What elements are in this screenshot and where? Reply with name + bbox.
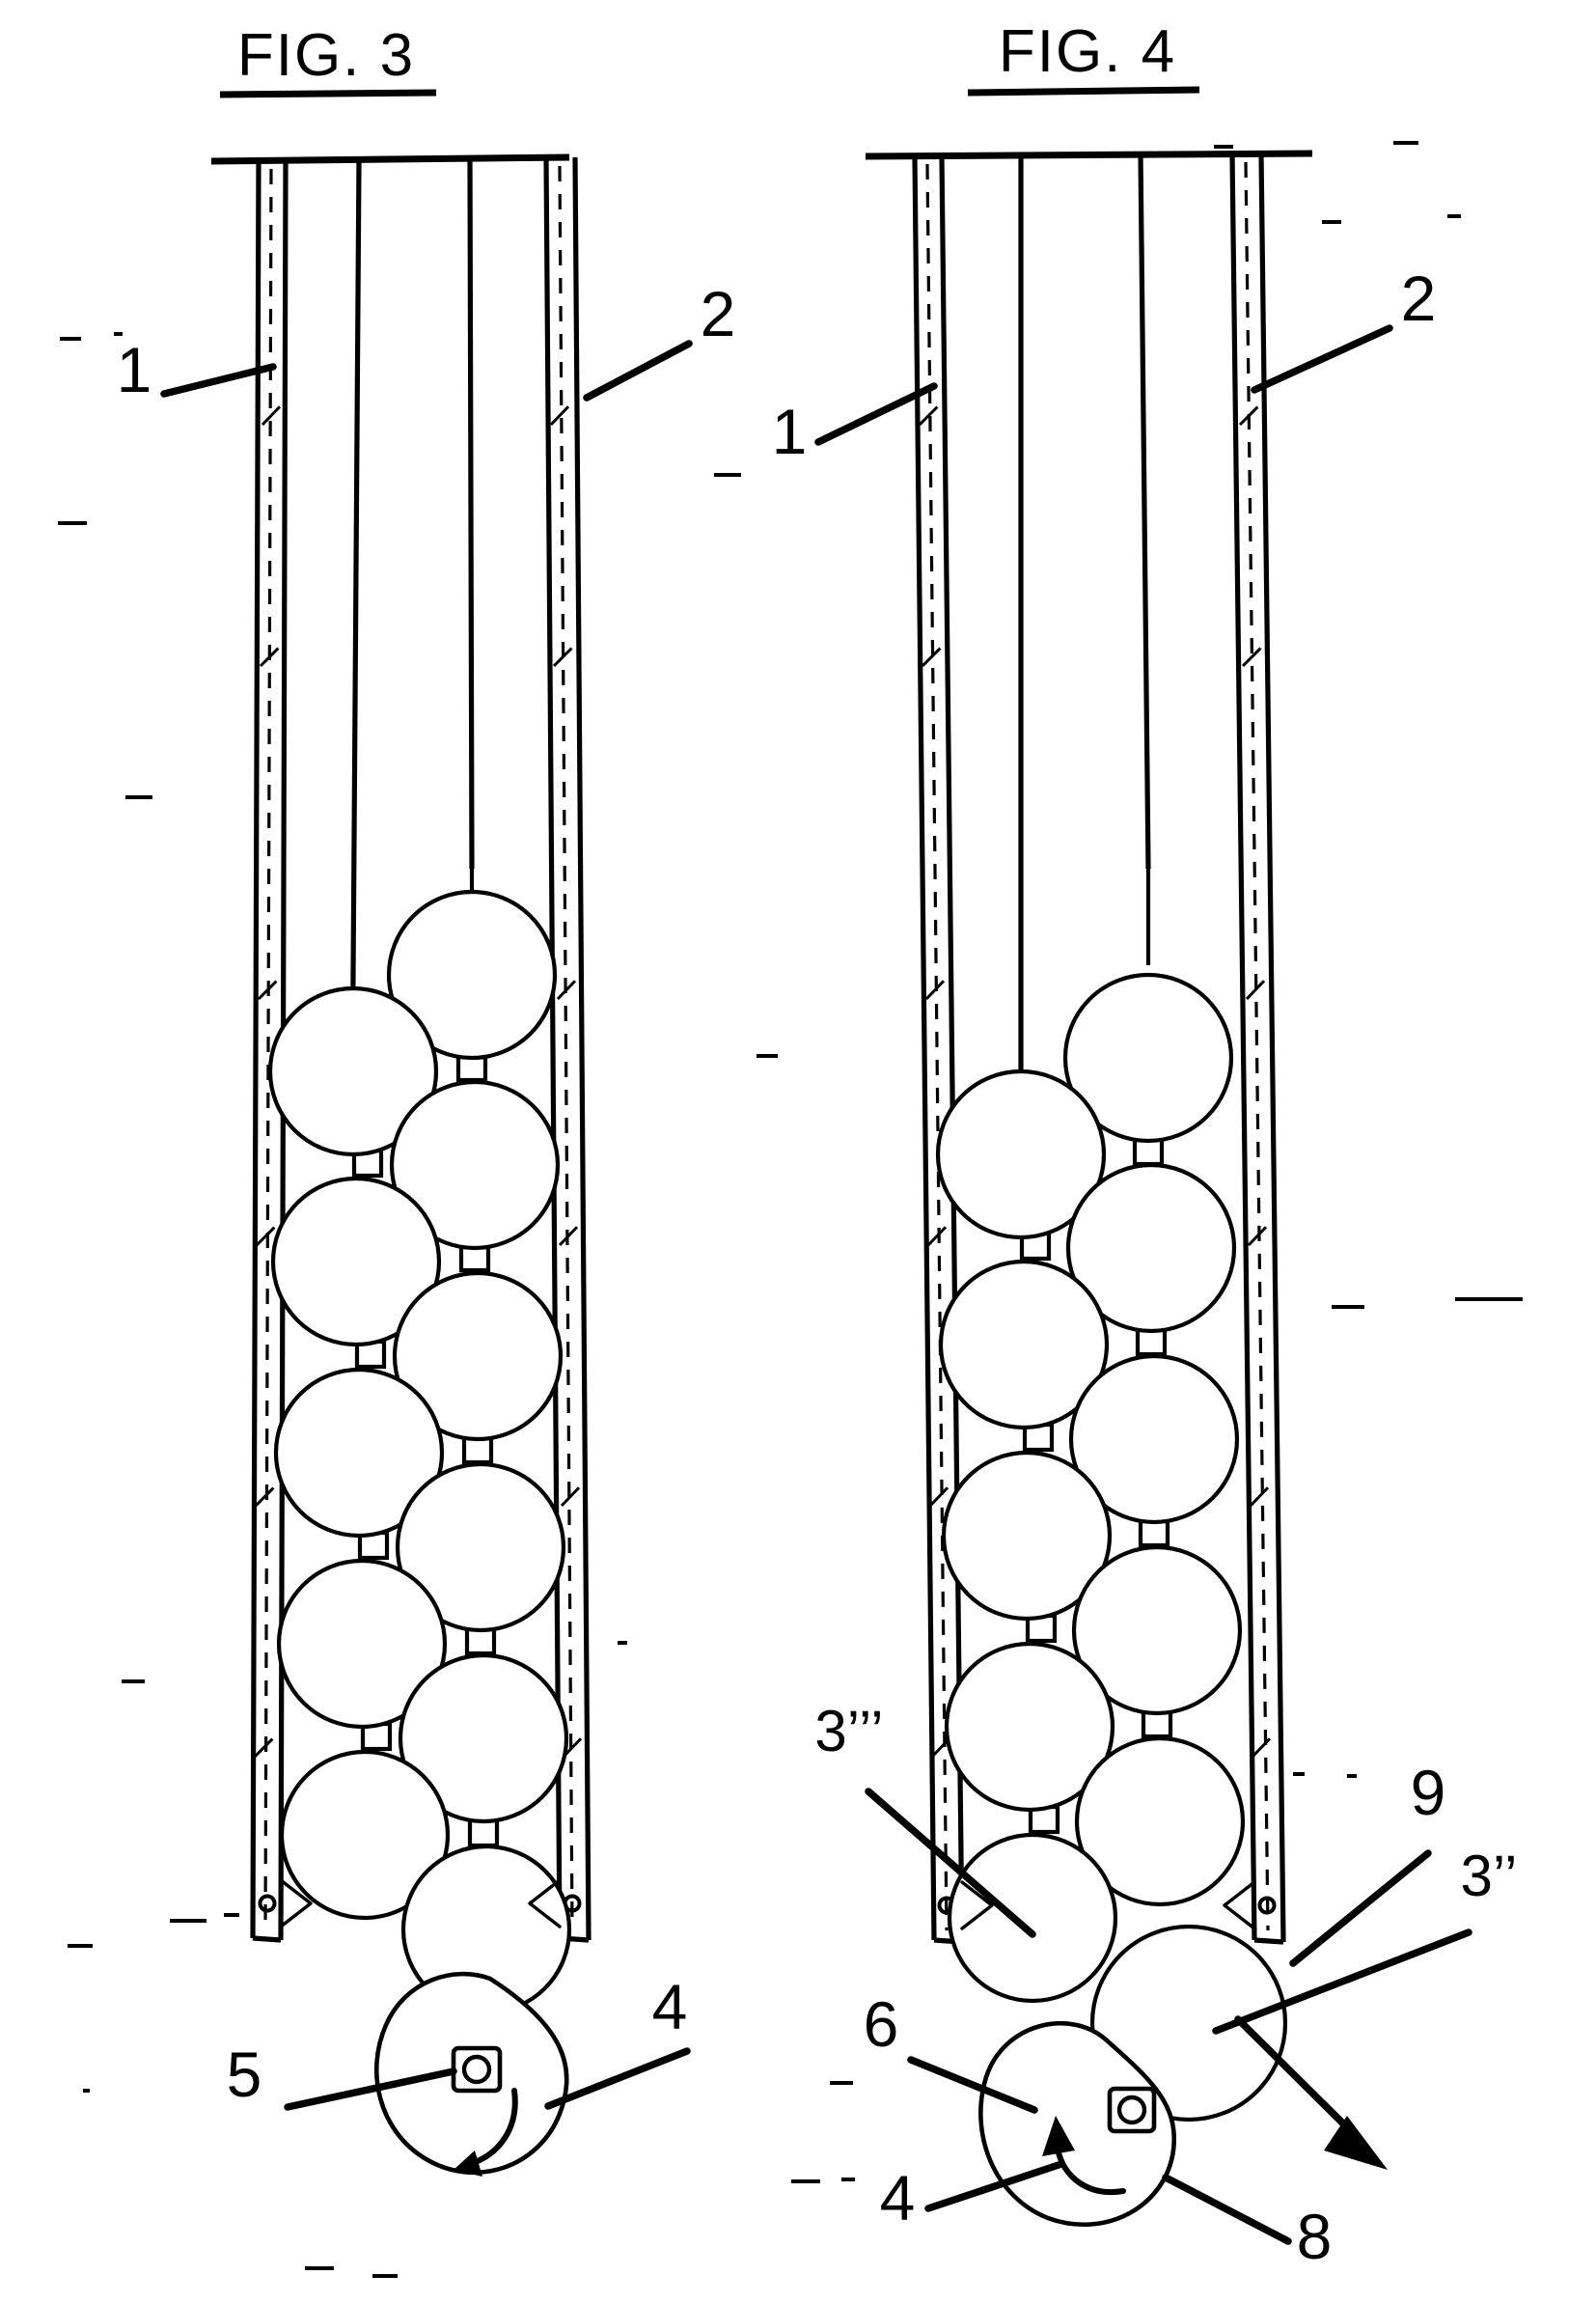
fig4-ref-4-label: 4	[880, 2162, 916, 2234]
figure-fig3: FIG. 3	[117, 22, 736, 2177]
fig3-ball-2	[267, 985, 439, 1157]
fig4-ball-1	[1062, 972, 1234, 1144]
fig4-ball-9	[1074, 1735, 1246, 1907]
fig4-rotation-arrowhead	[1042, 2116, 1075, 2156]
fig4-right-mouth-tab	[1223, 1880, 1256, 1930]
fig4-inner-guide-right	[1138, 153, 1151, 870]
fig3-title-underline	[219, 89, 437, 98]
fig4-left-tube-wall	[912, 155, 965, 1945]
fig3-right-tube-wall	[543, 156, 592, 1943]
fig3-rotary-cam	[373, 1971, 569, 2177]
fig3-title: FIG. 3	[237, 22, 415, 89]
fig3-ball-chain	[267, 869, 572, 2015]
fig3-ball-3	[389, 1079, 561, 1251]
fig4-cam-bore	[1116, 2095, 1147, 2125]
fig3-ball-4	[270, 1176, 442, 1347]
fig4-ref-2-leader	[1251, 324, 1393, 394]
figure-fig4: FIG. 4	[772, 18, 1518, 2272]
fig4-ball-2	[935, 1068, 1107, 1240]
fig3-ref-1-leader	[160, 363, 277, 398]
fig3-ball-6	[273, 1367, 445, 1539]
fig3-ball-5	[392, 1270, 564, 1442]
fig3-ref-2-label: 2	[701, 278, 736, 349]
fig4-ejection-arrow	[1234, 2015, 1388, 2170]
fig3-ball-8	[276, 1558, 448, 1730]
fig4-ball-5	[1068, 1353, 1240, 1525]
scan-artifacts	[58, 141, 1523, 2278]
fig3-inner-guide-right	[467, 156, 475, 870]
fig4-right-tube-wall	[1229, 153, 1286, 1945]
fig3-left-mouth-tab	[279, 1878, 313, 1928]
fig4-ball-chain	[935, 869, 1288, 2123]
fig3-cam-bore	[461, 2054, 492, 2085]
fig4-ball-10-retained	[947, 1832, 1118, 2004]
fig3-ref-4-leader	[544, 2047, 691, 2110]
fig3-ball-10	[279, 1749, 451, 1921]
fig4-ref-8-leader	[1162, 2174, 1292, 2245]
fig3-ball-7	[395, 1461, 566, 1633]
fig3-ref-5-leader	[284, 2067, 457, 2111]
fig4-ref-2-label: 2	[1401, 263, 1437, 334]
fig4-ref-6-label: 6	[864, 1988, 899, 2060]
fig4-ref-1-label: 1	[772, 396, 808, 467]
fig4-ref-8-label: 8	[1297, 2201, 1333, 2272]
fig4-left-mouth-tab	[960, 1880, 994, 1930]
fig4-ejection-arrowhead	[1324, 2116, 1388, 2170]
fig4-ref-3double-label: 3’’	[1461, 1844, 1518, 1908]
fig4-rotation-arrow	[1055, 2146, 1126, 2196]
fig4-ref-3double-leader	[1212, 1928, 1472, 2035]
fig3-rotation-arrowhead	[454, 2150, 482, 2177]
fig4-ref-3triple-label: 3’’’	[814, 1699, 883, 1763]
fig4-title-underline	[967, 86, 1200, 97]
fig4-ref-3triple-leader	[865, 1788, 1036, 1938]
fig3-right-mouth-tab	[528, 1878, 562, 1928]
fig4-ref-4-leader	[924, 2160, 1065, 2212]
fig3-tube-top-bar	[210, 153, 570, 165]
fig4-tube-top-bar	[865, 150, 1313, 160]
fig4-right-wall-rivet	[1257, 1896, 1277, 1915]
fig3-ref-2-leader	[583, 340, 693, 402]
fig4-ref-6-leader	[907, 2056, 1038, 2114]
fig3-ref-5-label: 5	[227, 2039, 262, 2110]
fig3-inner-guide-left	[349, 160, 362, 1111]
fig3-ball-1	[386, 889, 558, 1061]
fig4-ref-9-label: 9	[1411, 1757, 1446, 1828]
fig3-left-wall-rivet	[258, 1894, 277, 1913]
fig4-ball-3	[1065, 1162, 1237, 1334]
fig4-ball-6	[941, 1450, 1113, 1622]
fig4-title: FIG. 4	[999, 18, 1176, 85]
fig4-ball-8	[944, 1641, 1115, 1813]
fig4-ball-7	[1071, 1544, 1243, 1716]
fig4-ref-1-leader	[814, 382, 938, 446]
fig3-ref-1-label: 1	[117, 334, 152, 405]
fig4-ref-9-leader	[1289, 1849, 1432, 1967]
fig3-ball-9	[398, 1652, 569, 1824]
fig3-rotation-arrow	[467, 2088, 518, 2167]
fig3-ref-4-label: 4	[652, 1971, 688, 2042]
fig4-ball-4	[938, 1259, 1110, 1430]
